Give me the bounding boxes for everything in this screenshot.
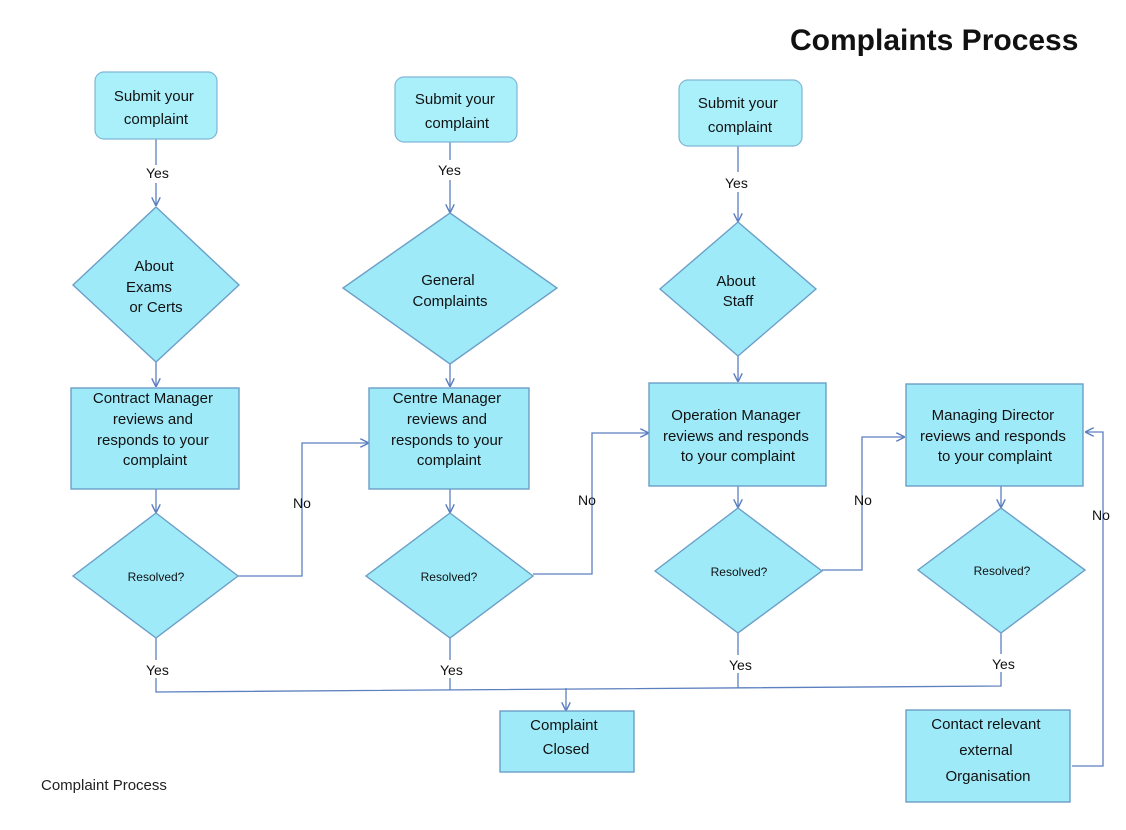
node-general-line2: Complaints [412, 293, 487, 310]
edge-resolved1-to-centre-manager [238, 443, 368, 577]
figure-caption: Complaint Process [41, 777, 167, 794]
edge-resolved3-to-managing-director [822, 437, 904, 571]
edge-label-yes2: Yes [438, 162, 461, 178]
node-about-exams: About Exams or Certs [71, 206, 241, 363]
node-resolved1-label: Resolved? [128, 570, 185, 584]
node-submit3-line1: Submit your [698, 95, 778, 112]
node-centre-manager: Centre Manager reviews and responds to y… [368, 387, 530, 490]
edge-external-loop-to-managing-director [1072, 432, 1104, 767]
node-contract-manager: Contract Manager reviews and responds to… [70, 387, 240, 490]
svg-text:About Exams or Cer: About Exams or Certs [126, 258, 183, 316]
svg-text:Centre Manager reviews a: Centre Manager reviews and responds to y… [391, 390, 507, 469]
node-about-staff-line1: About [716, 273, 756, 290]
svg-text:Managing Director review: Managing Director reviews and responds t… [920, 407, 1070, 465]
node-submit2-line1: Submit your [415, 91, 495, 108]
edge-label-yes3: Yes [725, 175, 748, 191]
edge-label-no2: No [578, 492, 596, 508]
svg-text:About Staff: About Staff [716, 273, 759, 310]
node-resolved3: Resolved? [653, 507, 824, 634]
node-operation-manager-line2: reviews and responds [663, 428, 809, 445]
node-managing-director-line1: Managing Director [932, 407, 1055, 424]
node-submit3: Submit your complaint [678, 79, 803, 147]
node-general-complaints: General Complaints [341, 212, 559, 365]
node-contract-manager-line1: Contract Manager [93, 390, 213, 407]
node-closed-line1: Complaint [530, 717, 598, 734]
node-general-line1: General [421, 272, 474, 289]
node-external-line2: external [959, 742, 1012, 759]
node-external-line1: Contact relevant [931, 716, 1041, 733]
node-about-exams-line3: or Certs [129, 299, 182, 316]
node-submit1-line1: Submit your [114, 88, 194, 105]
node-resolved2: Resolved? [364, 512, 535, 639]
node-managing-director-line2: reviews and responds [920, 428, 1066, 445]
node-operation-manager: Operation Manager reviews and responds t… [648, 382, 827, 487]
node-submit1-line2: complaint [124, 111, 189, 128]
page-title: Complaints Process [790, 24, 1079, 57]
node-contract-manager-line3: responds to your [97, 432, 209, 449]
edge-resolved2-to-operation-manager [533, 433, 648, 575]
node-operation-manager-line1: Operation Manager [671, 407, 800, 424]
svg-text:Complaint Closed: Complaint Closed [530, 717, 602, 758]
node-centre-manager-line1: Centre Manager [393, 390, 501, 407]
edge-label-yes1: Yes [146, 165, 169, 181]
node-about-staff: About Staff [658, 221, 818, 357]
node-contact-external: Contact relevant external Organisation [905, 709, 1071, 803]
node-submit1: Submit your complaint [94, 71, 218, 140]
node-operation-manager-line3: to your complaint [681, 448, 796, 465]
node-about-exams-line2: Exams [126, 279, 172, 296]
svg-text:Contact relevant externa: Contact relevant external Organisation [931, 716, 1044, 785]
edge-labels: Yes Yes Yes Yes Yes Yes Yes No No No No [146, 162, 1110, 678]
edge-label-yes6: Yes [729, 657, 752, 673]
node-contract-manager-line2: reviews and [113, 411, 193, 428]
node-centre-manager-line4: complaint [417, 452, 482, 469]
node-closed-line2: Closed [543, 741, 590, 758]
node-complaint-closed: Complaint Closed [499, 710, 635, 773]
node-submit3-line2: complaint [708, 119, 773, 136]
edge-label-no1: No [293, 495, 311, 511]
svg-text:Contract Manager reviews: Contract Manager reviews and responds to… [93, 390, 217, 469]
edge-label-no3: No [854, 492, 872, 508]
edge-label-yes5: Yes [440, 662, 463, 678]
edges [155, 139, 1104, 767]
edge-label-yes4: Yes [146, 662, 169, 678]
node-resolved2-label: Resolved? [421, 570, 478, 584]
svg-text:Submit your complaint: Submit your complaint [114, 88, 198, 128]
node-about-exams-line1: About [134, 258, 174, 275]
node-resolved4: Resolved? [916, 507, 1087, 634]
node-contract-manager-line4: complaint [123, 452, 188, 469]
node-submit2-line2: complaint [425, 115, 490, 132]
edge-label-yes7: Yes [992, 656, 1015, 672]
node-managing-director: Managing Director reviews and responds t… [905, 383, 1084, 487]
node-submit2: Submit your complaint [394, 76, 518, 143]
svg-text:Submit your complaint: Submit your complaint [415, 91, 499, 132]
svg-text:Operation Manager review: Operation Manager reviews and responds t… [663, 407, 813, 465]
node-about-staff-line2: Staff [723, 293, 754, 310]
edge-label-no4: No [1092, 507, 1110, 523]
svg-text:Submit your complaint: Submit your complaint [698, 95, 782, 136]
node-centre-manager-line2: reviews and [407, 411, 487, 428]
node-resolved1: Resolved? [71, 512, 240, 639]
edge-yes-collector [155, 633, 1002, 693]
svg-text:General Complaints: General Complaints [412, 272, 487, 310]
node-external-line3: Organisation [945, 768, 1030, 785]
node-centre-manager-line3: responds to your [391, 432, 503, 449]
node-managing-director-line3: to your complaint [938, 448, 1053, 465]
node-resolved3-label: Resolved? [711, 565, 768, 579]
node-resolved4-label: Resolved? [974, 564, 1031, 578]
